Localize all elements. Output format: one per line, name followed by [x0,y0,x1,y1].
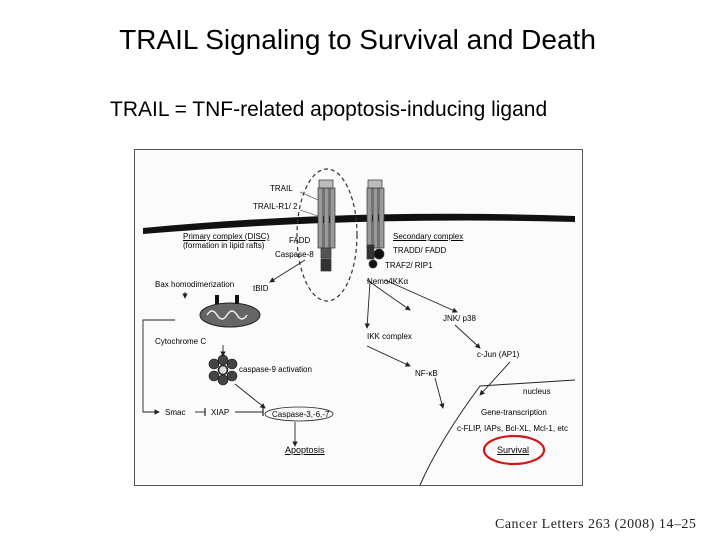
apoptosome-icon [208,354,238,386]
label-caspase9: caspase-9 activation [239,365,312,374]
citation: Cancer Letters 263 (2008) 14–25 [495,517,697,532]
trail-pathway-figure: TRAIL TRAIL-R1/ 2 Primary complex (DISC)… [134,149,583,486]
nucleus-boundary [419,379,576,485]
label-trail-receptor: TRAIL-R1/ 2 [253,202,298,211]
label-caspase8: Caspase-8 [275,250,314,259]
label-nucleus: nucleus [523,387,551,396]
survival-highlight [482,434,546,466]
pathway-graphics [142,168,576,485]
label-nemo-ikk: Nemo/IKKα [367,277,409,286]
label-apoptosis: Apoptosis [285,445,325,455]
label-caspase-3-6-7: Caspase-3,-6,-7 [272,410,330,419]
mitochondrion-icon [199,295,261,328]
cell-membrane [143,213,575,234]
lipid-raft-oval [296,168,358,302]
label-nfkb: NF-κB [415,369,438,378]
trail-receptor-secondary [366,179,385,269]
label-cytochrome-c: Cytochrome C [155,337,207,346]
label-tradd-fadd: TRADD/ FADD [393,246,447,255]
label-fadd: FADD [289,236,311,245]
label-gene-transcription: Gene-transcription [481,408,547,417]
trail-receptor-disc [317,179,336,272]
label-trail: TRAIL [270,184,293,193]
label-tbid: tBID [253,284,269,293]
label-smac: Smac [165,408,186,417]
slide-subtitle: TRAIL = TNF-related apoptosis-inducing l… [110,98,548,121]
slide-title: TRAIL Signaling to Survival and Death [119,24,596,55]
label-survival: Survival [497,445,530,455]
label-secondary-complex: Secondary complex [393,232,464,241]
label-primary-complex: Primary complex (DISC) [183,232,270,241]
label-survival-genes: c-FLIP, IAPs, Bcl-XL, Mcl-1, etc [457,424,568,433]
label-xiap: XIAP [211,408,230,417]
label-jnk: JNK/ p38 [443,314,476,323]
label-cjun: c-Jun (AP1) [477,350,520,359]
label-lipid-rafts: (formation in lipid rafts) [183,241,265,250]
label-ikk-complex: IKK complex [367,332,412,341]
label-traf2-rip1: TRAF2/ RIP1 [385,261,433,270]
label-bax: Bax homodimerization [155,280,235,289]
